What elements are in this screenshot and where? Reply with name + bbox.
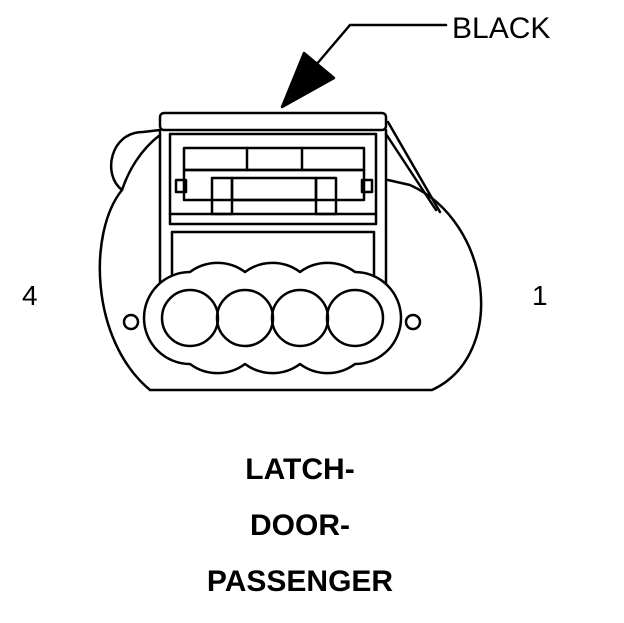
connector-title: LATCH- DOOR- PASSENGER [0, 455, 600, 623]
housing-lobe [120, 133, 162, 192]
wire-color-label: BLACK [452, 12, 551, 45]
title-line-1: LATCH- [245, 453, 355, 486]
lock-edge [386, 120, 442, 214]
latch-notch-left [174, 178, 188, 194]
pin-number-right: 1 [532, 280, 548, 311]
leader-line [308, 23, 448, 74]
pin-cavity-1 [325, 288, 385, 348]
latch-notch-right [360, 178, 374, 194]
mount-hole-left [122, 313, 140, 331]
connector-housing [98, 128, 483, 392]
latch-inner-box [168, 132, 378, 226]
latch-tab-left [210, 176, 234, 216]
mount-hole-right [404, 313, 422, 331]
pin-number-left: 4 [22, 280, 38, 311]
title-line-2: DOOR- [250, 509, 350, 542]
latch-frame [158, 111, 388, 132]
latch-tab-right [314, 176, 338, 216]
latch-center-bar [230, 176, 318, 202]
latch-top-bar [182, 146, 366, 172]
lock-edge-inner [384, 132, 438, 212]
connector-diagram: BLACK 4 1 LATCH- DOOR- PASSENGER [22, 12, 551, 597]
title-line-3: PASSENGER [206, 565, 394, 598]
connector-drawing [98, 23, 483, 392]
pointer-arrow [280, 51, 336, 109]
